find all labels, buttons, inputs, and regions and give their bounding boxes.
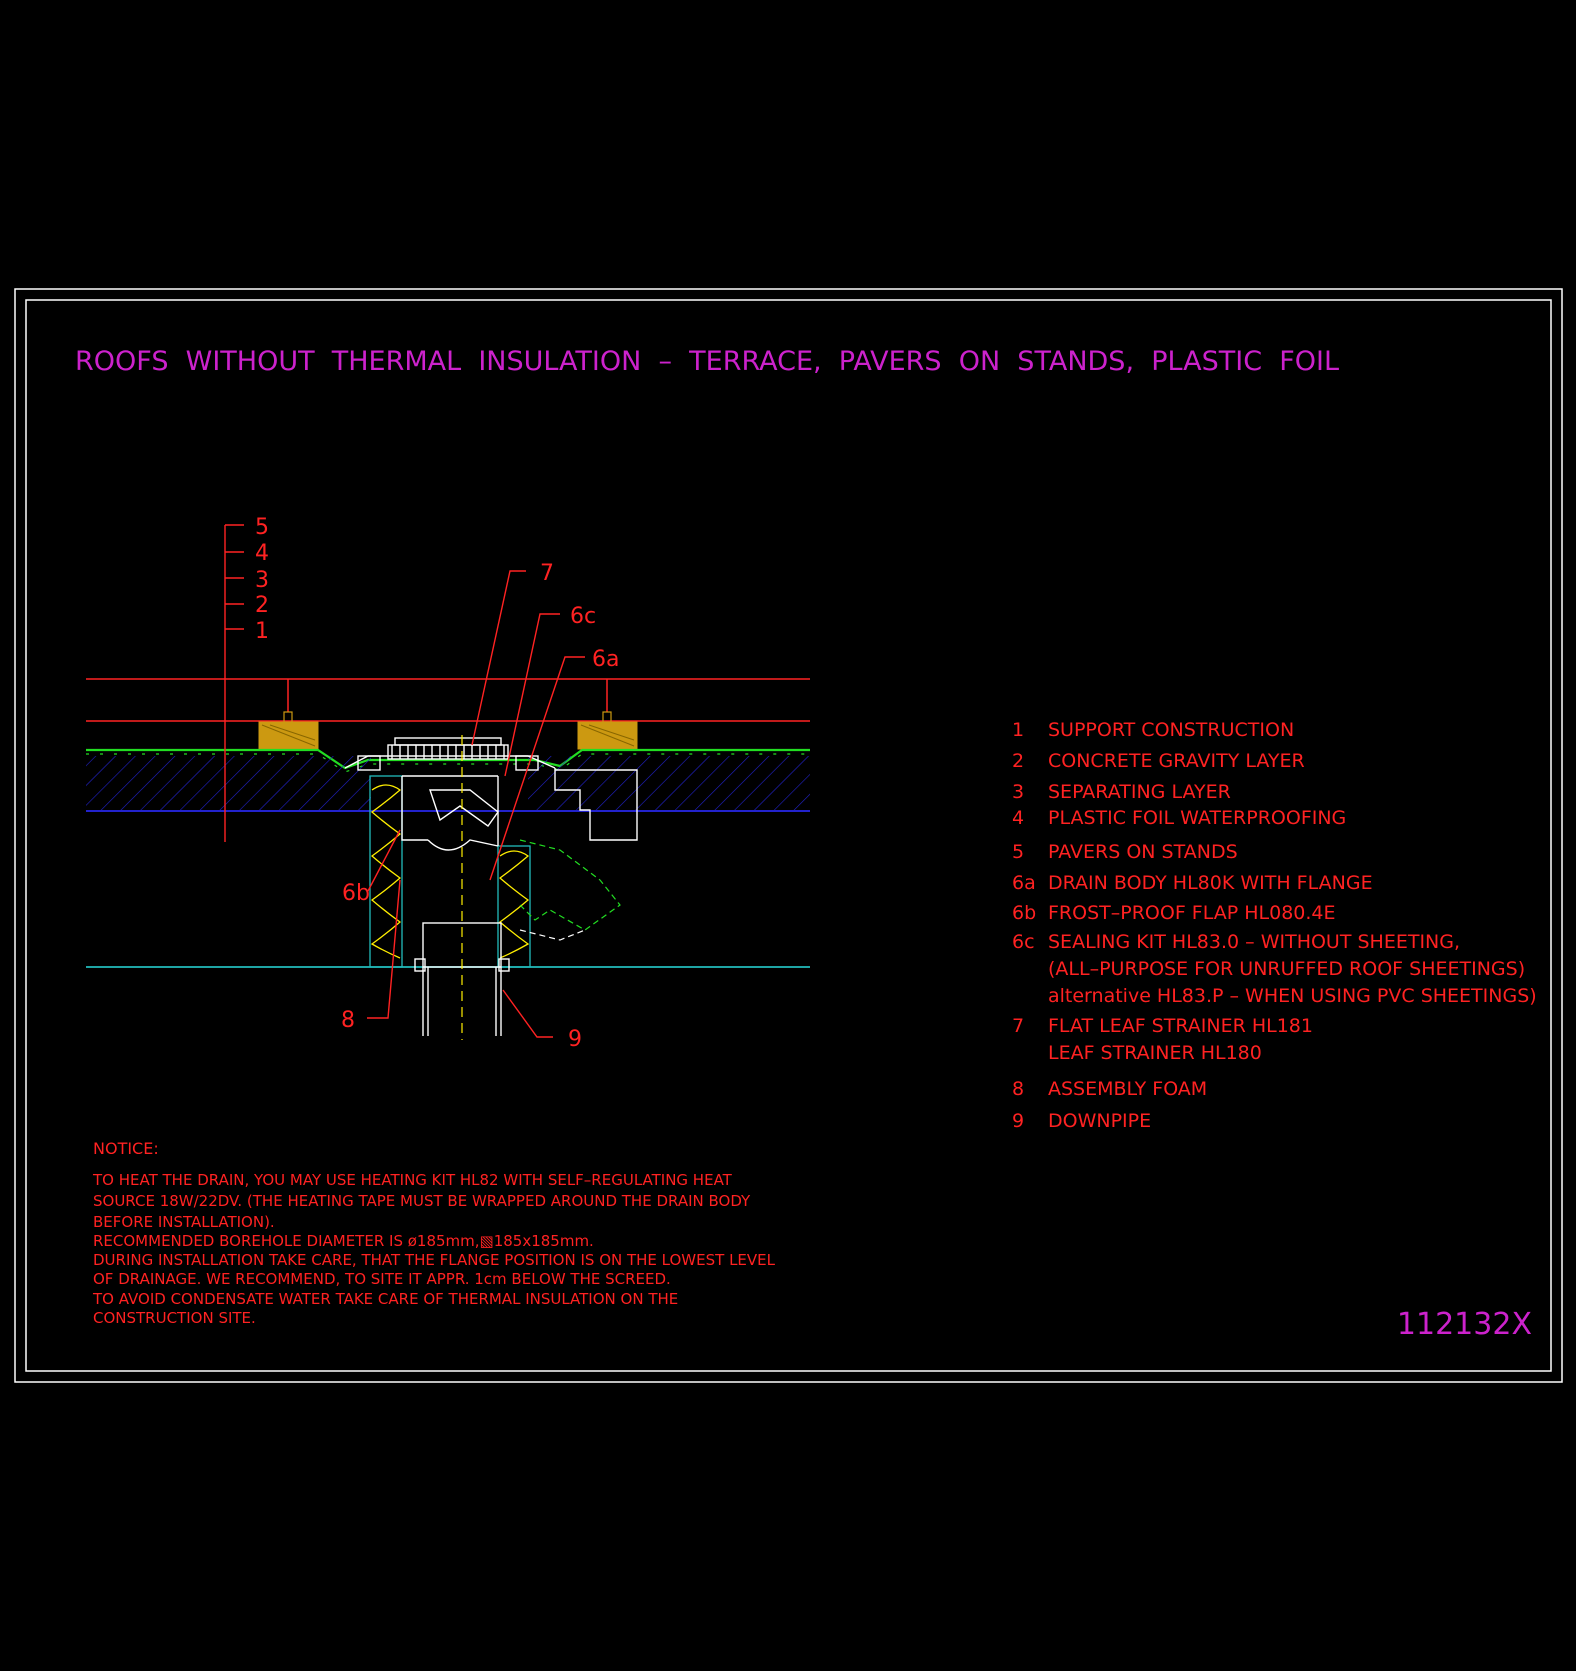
notice-line: CONSTRUCTION SITE. — [93, 1309, 256, 1327]
layer-callout-3: 3 — [255, 568, 269, 593]
notice-line: TO HEAT THE DRAIN, YOU MAY USE HEATING K… — [92, 1171, 733, 1189]
legend-item-text: FROST–PROOF FLAP HL080.4E — [1048, 902, 1336, 924]
legend-item-text: SUPPORT CONSTRUCTION — [1048, 719, 1294, 741]
legend-item: 8 ASSEMBLY FOAM — [1012, 1078, 1207, 1100]
part-callout-7: 7 — [540, 561, 554, 586]
legend-item: 5 PAVERS ON STANDS — [1012, 841, 1238, 863]
legend-item-text: (ALL–PURPOSE FOR UNRUFFED ROOF SHEETINGS… — [1048, 958, 1525, 980]
layer-callout-2: 2 — [255, 593, 269, 618]
legend-item-number: 4 — [1012, 807, 1024, 829]
drawing-number: 112132X — [1397, 1307, 1532, 1342]
drawing-title: ROOFS WITHOUT THERMAL INSULATION – TERRA… — [75, 346, 1339, 377]
inner-frame — [25, 299, 1552, 1372]
assembly-foam-left — [369, 775, 403, 968]
part-callout-9: 9 — [568, 1027, 582, 1052]
notice-block: NOTICE: TO HEAT THE DRAIN, YOU MAY USE H… — [92, 1139, 776, 1327]
legend-item-number: 6a — [1012, 872, 1036, 894]
notice-line: SOURCE 18W/22DV. (THE HEATING TAPE MUST … — [93, 1192, 751, 1210]
layer-callout-1: 1 — [255, 619, 269, 644]
legend-item-number: 5 — [1012, 841, 1024, 863]
notice-line: RECOMMENDED BOREHOLE DIAMETER IS ø185mm,… — [93, 1232, 594, 1250]
legend-item: 2 CONCRETE GRAVITY LAYER — [1012, 750, 1305, 772]
legend-item-text: DOWNPIPE — [1048, 1110, 1151, 1132]
legend-item-number: 3 — [1012, 781, 1024, 803]
legend-item-number: 8 — [1012, 1078, 1024, 1100]
legend-item: 6b FROST–PROOF FLAP HL080.4E — [1012, 902, 1336, 924]
notice-line: BEFORE INSTALLATION). — [93, 1213, 275, 1231]
part-callout-8: 8 — [341, 1008, 355, 1033]
section-drawing: 5 4 3 2 1 7 6c 6a 6b 8 9 — [86, 515, 810, 1052]
layer-callout-5: 5 — [255, 515, 269, 540]
legend-item-number: 1 — [1012, 719, 1024, 741]
legend-item-text: PAVERS ON STANDS — [1048, 841, 1238, 863]
legend-item: 3 SEPARATING LAYER — [1012, 781, 1231, 803]
legend-item-text: DRAIN BODY HL80K WITH FLANGE — [1048, 872, 1373, 894]
outer-frame — [14, 288, 1563, 1383]
layer-callout-4: 4 — [255, 541, 269, 566]
layer-leader — [224, 524, 244, 842]
concrete-layer-right — [528, 756, 810, 811]
legend-item-text: CONCRETE GRAVITY LAYER — [1048, 750, 1305, 772]
legend-item-text: ASSEMBLY FOAM — [1048, 1078, 1207, 1100]
paver-stand-right — [577, 679, 638, 750]
notice-line: OF DRAINAGE. WE RECOMMEND, TO SITE IT AP… — [93, 1270, 671, 1288]
legend: 1 SUPPORT CONSTRUCTION 2 CONCRETE GRAVITY L… — [1012, 719, 1537, 1132]
side-outlet-alternative — [519, 839, 621, 931]
legend-item-text: SEALING KIT HL83.0 – WITHOUT SHEETING, — [1048, 931, 1460, 953]
legend-item-number: 6c — [1012, 931, 1035, 953]
legend-item-text: LEAF STRAINER HL180 — [1048, 1042, 1262, 1064]
part-callout-6b: 6b — [342, 881, 370, 906]
part-callout-6c: 6c — [570, 604, 596, 629]
drain-body — [344, 737, 638, 1036]
legend-item-text: PLASTIC FOIL WATERPROOFING — [1048, 807, 1346, 829]
part-leaders — [367, 570, 585, 1038]
legend-item: 1 SUPPORT CONSTRUCTION — [1012, 719, 1294, 741]
assembly-foam-right — [497, 845, 531, 968]
side-outlet-alternative-2 — [519, 929, 586, 941]
legend-item: 6a DRAIN BODY HL80K WITH FLANGE — [1012, 872, 1373, 894]
legend-item: 4 PLASTIC FOIL WATERPROOFING — [1012, 807, 1346, 829]
legend-item: 9 DOWNPIPE — [1012, 1110, 1151, 1132]
notice-line: DURING INSTALLATION TAKE CARE, THAT THE … — [93, 1251, 776, 1269]
notice-lines: TO HEAT THE DRAIN, YOU MAY USE HEATING K… — [92, 1171, 776, 1327]
part-callout-6a: 6a — [592, 647, 619, 672]
foam-zigzag-left — [370, 784, 402, 959]
legend-item-number: 7 — [1012, 1015, 1024, 1037]
concrete-layer-left — [86, 756, 371, 811]
legend-item-number: 2 — [1012, 750, 1024, 772]
notice-heading: NOTICE: — [93, 1139, 159, 1158]
legend-item-number: 9 — [1012, 1110, 1024, 1132]
legend-item-text: alternative HL83.P – WHEN USING PVC SHEE… — [1048, 985, 1537, 1007]
legend-item-number: 6b — [1012, 902, 1036, 924]
layer-callouts: 5 4 3 2 1 — [255, 515, 269, 644]
plastic-foil-layer — [86, 748, 810, 770]
paver-stand-left — [258, 679, 319, 750]
foam-zigzag-right — [498, 850, 530, 959]
legend-item-text: FLAT LEAF STRAINER HL181 — [1048, 1015, 1313, 1037]
notice-line: TO AVOID CONDENSATE WATER TAKE CARE OF T… — [92, 1290, 678, 1308]
legend-item-text: SEPARATING LAYER — [1048, 781, 1231, 803]
legend-item: 6c SEALING KIT HL83.0 – WITHOUT SHEETING,… — [1012, 931, 1537, 1007]
